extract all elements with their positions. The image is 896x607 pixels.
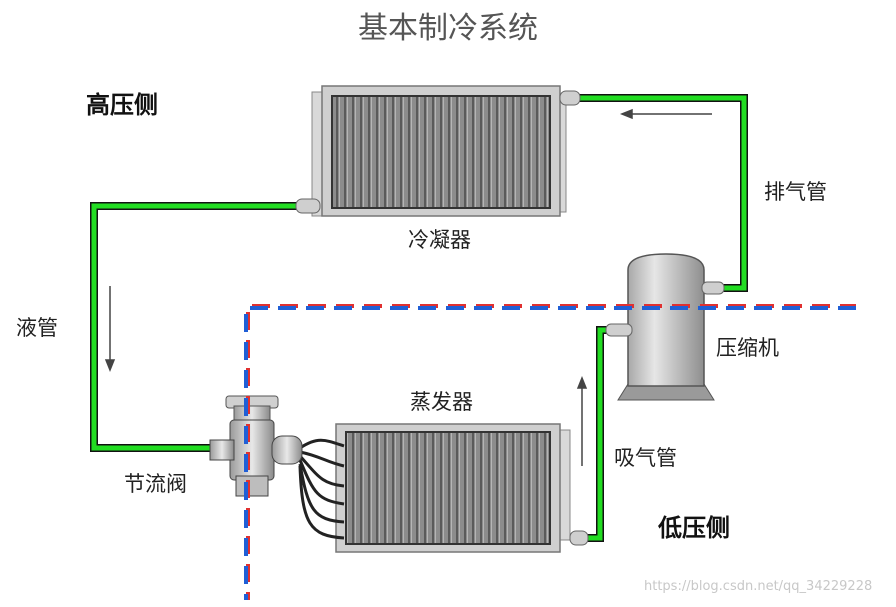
diagram-title: 基本制冷系统: [358, 11, 538, 46]
discharge-pipe-label: 排气管: [764, 180, 827, 204]
compressor: [605, 253, 725, 401]
expansion-valve-label: 节流阀: [124, 472, 187, 496]
flow-arrow-left: [619, 108, 633, 120]
evaporator: [335, 423, 589, 553]
flow-arrows: [104, 108, 712, 466]
discharge-pipe: [574, 95, 747, 291]
flow-arrow-up: [576, 375, 588, 389]
liquid-pipe-label: 液管: [16, 316, 58, 340]
evaporator-label: 蒸发器: [410, 390, 473, 414]
high-pressure-side-label: 高压侧: [86, 91, 158, 119]
flow-arrow-down: [104, 359, 116, 373]
distributor-tubes: [298, 438, 345, 540]
condenser-label: 冷凝器: [408, 228, 471, 252]
suction-pipe-label: 吸气管: [614, 446, 677, 470]
liquid-pipe: [91, 203, 300, 451]
pressure-divider: [244, 304, 856, 600]
condenser: [295, 85, 581, 217]
expansion-valve: [209, 395, 303, 497]
compressor-label: 压缩机: [716, 336, 779, 360]
low-pressure-side-label: 低压侧: [658, 514, 730, 542]
suction-pipe: [584, 327, 612, 541]
watermark: https://blog.csdn.net/qq_34229228: [644, 579, 873, 594]
